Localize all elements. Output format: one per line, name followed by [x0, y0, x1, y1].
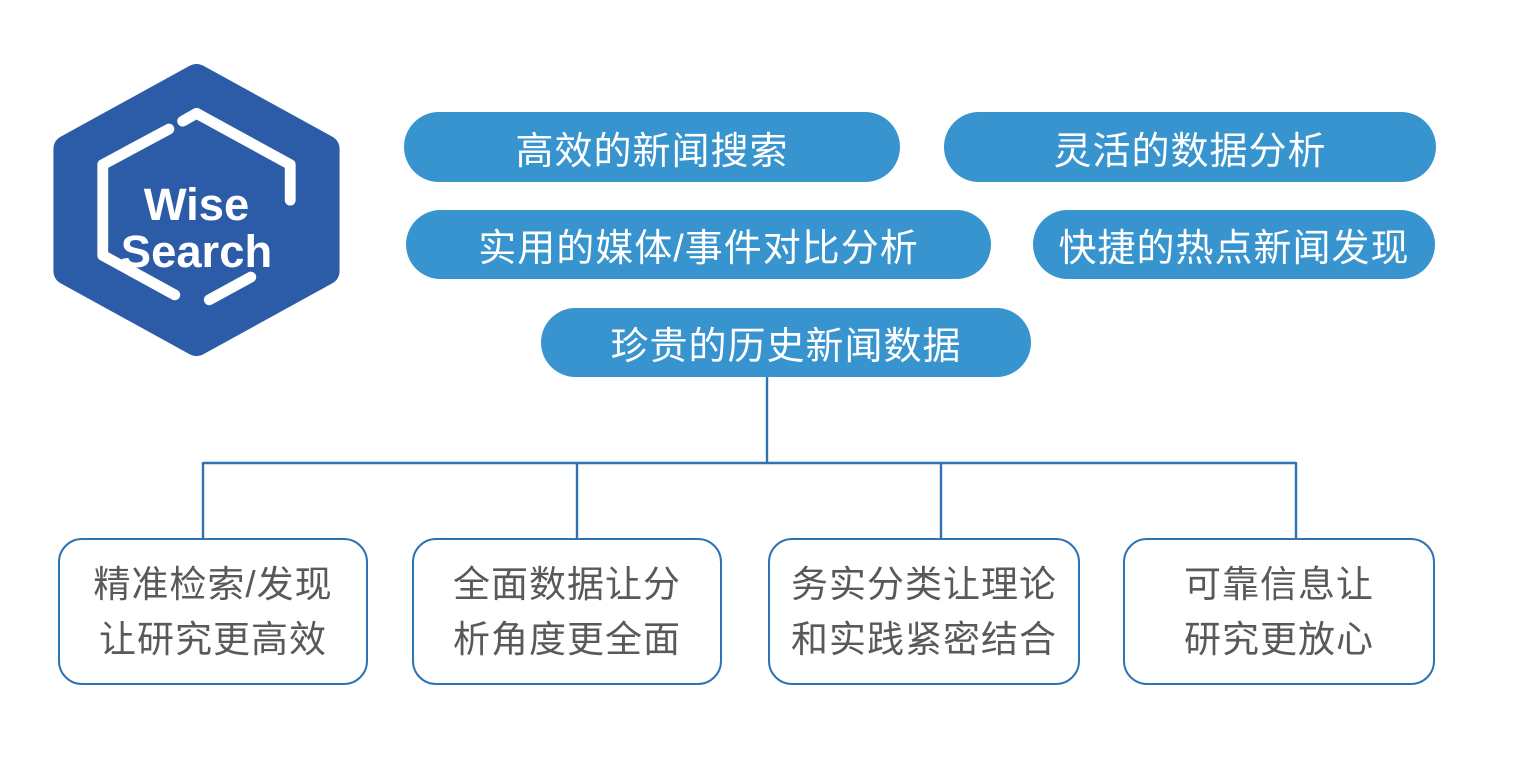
- wise-search-logo: Wise Search: [48, 62, 345, 358]
- feature-pill-hot-news-discovery: 快捷的热点新闻发现: [1033, 210, 1435, 279]
- feature-pill-historical-news-data: 珍贵的历史新闻数据: [541, 308, 1031, 377]
- feature-pill-news-search: 高效的新闻搜索: [404, 112, 900, 182]
- feature-pill-label: 珍贵的历史新闻数据: [610, 326, 962, 368]
- benefit-box-precise-retrieval: 精准检索/发现 让研究更高效: [58, 538, 368, 685]
- benefit-line: 务实分类让理论: [791, 563, 1057, 605]
- benefit-box-pragmatic-classification: 务实分类让理论 和实践紧密结合: [768, 538, 1080, 685]
- benefit-line: 研究更放心: [1184, 618, 1374, 660]
- hexagon-logo-icon: Wise Search: [53, 63, 340, 357]
- feature-pill-data-analysis: 灵活的数据分析: [944, 112, 1436, 182]
- benefit-line: 全面数据让分: [453, 563, 681, 605]
- benefit-box-reliable-information: 可靠信息让 研究更放心: [1123, 538, 1435, 685]
- logo-text-line1: Wise: [144, 179, 250, 230]
- feature-pill-label: 高效的新闻搜索: [515, 130, 789, 173]
- benefit-line: 和实践紧密结合: [791, 618, 1057, 660]
- feature-pill-label: 灵活的数据分析: [1053, 130, 1327, 173]
- benefit-line: 让研究更高效: [99, 618, 327, 660]
- feature-pill-label: 实用的媒体/事件对比分析: [478, 228, 919, 270]
- benefit-line: 析角度更全面: [453, 618, 681, 660]
- benefit-line: 可靠信息让: [1184, 563, 1374, 605]
- logo-text-line2: Search: [121, 226, 272, 277]
- benefit-line: 精准检索/发现: [93, 563, 333, 605]
- feature-pill-media-event-comparison: 实用的媒体/事件对比分析: [406, 210, 991, 279]
- feature-pill-label: 快捷的热点新闻发现: [1058, 228, 1410, 270]
- benefit-box-comprehensive-data: 全面数据让分 析角度更全面: [412, 538, 722, 685]
